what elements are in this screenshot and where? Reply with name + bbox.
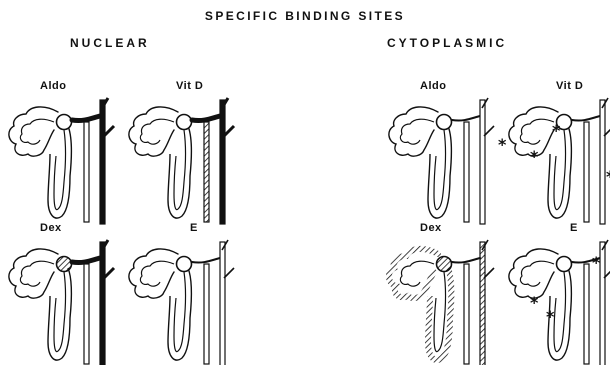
nephron-diagram (388, 82, 508, 217)
nephron-diagram (388, 224, 508, 359)
loop-of-henle-inner (434, 130, 446, 210)
distal-tubule (452, 116, 480, 121)
ascending-limb (584, 122, 589, 222)
loop-of-henle (428, 126, 451, 218)
distal-tubule (452, 258, 480, 263)
collecting-duct (100, 242, 105, 365)
glomerulus (57, 257, 72, 272)
glomerulus (57, 115, 72, 130)
nephron-diagram: * * * (508, 224, 610, 359)
binding-site-marker: * (498, 135, 507, 154)
ascending-limb (84, 122, 89, 222)
collecting-duct (600, 242, 605, 365)
binding-site-marker: * (530, 147, 539, 166)
loop-of-henle (168, 126, 191, 218)
nephron-diagram (128, 82, 248, 217)
collecting-duct (480, 100, 485, 224)
loop-of-henle (48, 126, 71, 218)
distal-tubule (72, 116, 100, 121)
proximal-tubule (509, 249, 558, 298)
glomerulus (437, 115, 452, 130)
panel-nuclear-vit-d: Vit D (128, 80, 278, 215)
nephron-diagram (128, 224, 248, 359)
collecting-duct (480, 242, 485, 365)
nephron-diagram: **** (508, 82, 610, 217)
panel-cytoplasmic-e: E*** (508, 222, 610, 357)
collecting-duct (220, 100, 225, 224)
binding-site-marker: * (552, 121, 561, 140)
proximal-tubule (389, 249, 438, 298)
distal-tubule (572, 116, 600, 121)
proximal-tubule (129, 249, 178, 298)
panel-nuclear-e: E (128, 222, 278, 357)
loop-of-henle-inner (174, 130, 186, 210)
loop-of-henle-inner (54, 130, 66, 210)
cytoplasmic-heading: CYTOPLASMIC (387, 36, 507, 50)
loop-of-henle-inner (54, 272, 66, 352)
ascending-limb (464, 264, 469, 364)
proximal-tubule (129, 107, 178, 156)
binding-site-marker: * (530, 293, 539, 312)
loop-of-henle-inner (554, 272, 566, 352)
ascending-limb (204, 264, 209, 364)
glomerulus (177, 115, 192, 130)
binding-site-marker: * (546, 307, 555, 326)
nuclear-heading: NUCLEAR (70, 36, 150, 50)
proximal-tubule (9, 107, 58, 156)
binding-site-marker: * (592, 253, 601, 272)
panel-cytoplasmic-vit-d: Vit D**** (508, 80, 610, 215)
distal-tubule (192, 258, 220, 263)
glomerulus (437, 257, 452, 272)
nephron-diagram (8, 82, 128, 217)
ascending-limb (464, 122, 469, 222)
binding-site-marker: * (606, 167, 610, 186)
collecting-duct (220, 242, 225, 365)
loop-of-henle-inner (174, 272, 186, 352)
loop-of-henle-inner (434, 272, 446, 352)
collecting-duct (100, 100, 105, 224)
distal-tubule (72, 258, 100, 263)
loop-of-henle (168, 268, 191, 360)
proximal-tubule (389, 107, 438, 156)
glomerulus (177, 257, 192, 272)
ascending-limb (84, 264, 89, 364)
nephron-diagram (8, 224, 128, 359)
loop-of-henle-inner (554, 130, 566, 210)
ascending-limb (584, 264, 589, 364)
distal-tubule (192, 116, 220, 121)
proximal-tubule (9, 249, 58, 298)
ascending-limb (204, 122, 209, 222)
collecting-duct (600, 100, 605, 224)
loop-of-henle (48, 268, 71, 360)
figure-title: SPECIFIC BINDING SITES (0, 9, 610, 23)
glomerulus (557, 257, 572, 272)
